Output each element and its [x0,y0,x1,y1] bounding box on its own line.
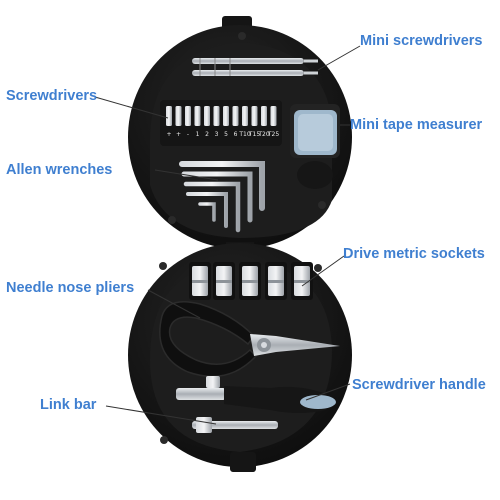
screwdriver-bit [270,106,277,126]
bit-marking: 6 [234,131,238,138]
bit-marking: - [187,131,189,138]
bit-marking: T10 [238,131,250,138]
mini-screwdrivers [192,58,318,76]
socket [265,262,287,300]
screwdriver-bit [242,106,248,126]
screwdriver-bit [185,106,191,126]
label-link-bar: Link bar [40,397,97,413]
label-screwdriver-handle: Screwdriver handle [352,377,486,393]
socket [291,262,313,300]
screwdriver-bit [213,106,220,126]
mini-tape-measurer [290,104,340,189]
drive-metric-sockets [189,262,313,300]
bit-marking: 5 [224,131,228,138]
bit-marking: 1 [196,131,200,138]
bit-marking: T15 [248,131,260,138]
label-allen-wrenches: Allen wrenches [6,162,113,178]
bit-marking: 3 [215,131,219,138]
bit-marking: + [166,131,171,138]
screwdriver-bit [204,106,210,126]
bit-marking: T25 [267,131,279,138]
bit-marking: T20 [257,131,269,138]
screwdriver-bit [251,106,258,126]
label-drive-metric-sockets: Drive metric sockets [343,246,485,262]
screwdriver-handle [176,376,336,413]
screwdriver-bit [175,106,182,126]
screwdriver-bit [232,106,239,126]
screwdriver-bit [223,106,229,126]
needle-nose-pliers [159,301,340,378]
bit-marking: + [176,131,181,138]
leader-lines [94,45,361,425]
socket [239,262,261,300]
label-screwdrivers: Screwdrivers [6,88,98,104]
label-mini-screwdrivers: Mini screwdrivers [360,33,483,49]
label-mini-tape-measurer: Mini tape measurer [350,117,483,133]
screwdriver-bit [261,106,267,126]
allen-wrenches [179,161,265,233]
screwdriver-bit [194,106,201,126]
socket [189,262,211,300]
socket [213,262,235,300]
label-needle-nose-pliers: Needle nose pliers [6,280,135,296]
bit-marking: 2 [205,131,209,138]
screwdriver-bit [166,106,172,126]
